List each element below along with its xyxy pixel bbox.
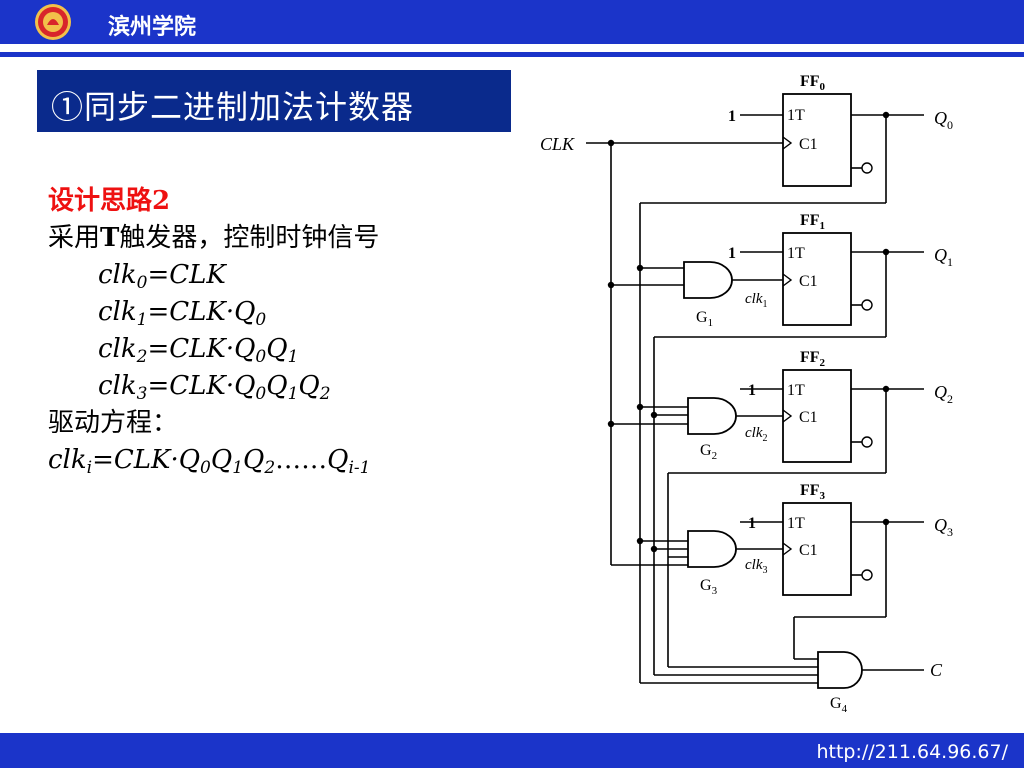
gen-lhs: clk xyxy=(48,445,87,475)
gen-sub: i xyxy=(86,458,93,478)
equation-clk3: clk3=CLK·Q0Q1Q2 xyxy=(48,368,468,405)
eq2-q: Q xyxy=(266,334,288,364)
clk3-label: clk3 xyxy=(745,557,767,576)
gate-g2-label: G2 xyxy=(700,442,717,462)
gate-g4-label: G4 xyxy=(830,695,848,715)
eq3-q: Q xyxy=(266,371,288,401)
flip-flop-ff1 xyxy=(782,232,873,326)
eq1-sub: 1 xyxy=(136,310,148,330)
eq3-rhs: =CLK·Q xyxy=(147,371,256,401)
general-equation: clki=CLK·Q0Q1Q2……Qi-1 xyxy=(48,442,468,479)
eq1-rhs: =CLK·Q xyxy=(147,297,256,327)
approach-bold: T xyxy=(100,223,120,253)
gen-s1: 1 xyxy=(232,458,244,478)
gen-s0: 0 xyxy=(200,458,211,478)
carry-label: C xyxy=(930,660,943,680)
gen-q2: Q xyxy=(243,445,265,475)
ff2-name: FF2 xyxy=(800,349,826,369)
eq3-lhs: clk xyxy=(98,371,137,401)
eq2-sub3: 1 xyxy=(287,347,299,367)
gen-qi: Q xyxy=(327,445,349,475)
eq1-sub2: 0 xyxy=(255,310,267,330)
approach-prefix: 采用 xyxy=(48,223,101,253)
ff2-t-label: 1T xyxy=(787,382,805,399)
eq1-lhs: clk xyxy=(98,297,137,327)
gen-s2: 2 xyxy=(264,458,276,478)
eq2-rhs: =CLK·Q xyxy=(147,334,256,364)
eq3-sub4: 2 xyxy=(319,384,331,404)
slide-title: ①同步二进制加法计数器 xyxy=(51,88,415,126)
design-idea-heading: 设计思路2 xyxy=(48,186,171,216)
approach-suffix: 触发器，控制时钟信号 xyxy=(119,223,380,253)
and-gate-g2 xyxy=(687,397,737,435)
ff1-t-label: 1T xyxy=(787,245,805,262)
footer-bar: http://211.64.96.67/ xyxy=(0,733,1024,768)
clk2-label: clk2 xyxy=(745,425,767,444)
title-box: ①同步二进制加法计数器 xyxy=(37,70,511,132)
eq3-q2: Q xyxy=(298,371,320,401)
gen-dots: …… xyxy=(275,445,328,475)
ff2-c-label: C1 xyxy=(799,409,818,426)
gate-g1-label: G1 xyxy=(696,309,713,329)
footer-url: http://211.64.96.67/ xyxy=(816,741,1008,763)
ff1-input: 1 xyxy=(728,245,736,262)
ff0-input: 1 xyxy=(728,108,736,125)
clk-label: CLK xyxy=(540,134,575,154)
ff1-c-label: C1 xyxy=(799,273,818,290)
ff2-input: 1 xyxy=(748,382,756,399)
equation-clk2: clk2=CLK·Q0Q1 xyxy=(48,331,468,368)
header-background xyxy=(0,0,1024,57)
q0-label: Q0 xyxy=(934,108,953,132)
gate-g3-label: G3 xyxy=(700,577,718,597)
eq0-rhs: =CLK xyxy=(147,260,226,290)
ff0-t-label: 1T xyxy=(787,107,805,124)
school-name: 滨州学院 xyxy=(108,15,197,40)
q1-label: Q1 xyxy=(934,245,953,269)
ff3-c-label: C1 xyxy=(799,542,818,559)
eq2-sub2: 0 xyxy=(255,347,267,367)
q2-label: Q2 xyxy=(934,382,953,406)
ff3-input: 1 xyxy=(748,515,756,532)
and-gate-g4 xyxy=(817,651,863,689)
flip-flop-ff0 xyxy=(782,93,873,187)
equation-clk0: clk0=CLK xyxy=(48,257,468,294)
eq3-sub3: 1 xyxy=(287,384,299,404)
design-text: 设计思路2 采用T触发器，控制时钟信号 clk0=CLK clk1=CLK·Q0… xyxy=(48,183,468,479)
ff0-name: FF0 xyxy=(800,73,826,93)
eq0-lhs: clk xyxy=(98,260,137,290)
gen-rhs: =CLK·Q xyxy=(92,445,201,475)
flip-flop-ff2 xyxy=(782,369,873,463)
and-gate-g1 xyxy=(683,261,733,299)
university-emblem-icon xyxy=(35,4,71,40)
drive-equation-label: 驱动方程： xyxy=(48,408,179,438)
wires xyxy=(586,114,924,684)
ff0-c-label: C1 xyxy=(799,136,818,153)
equation-clk1: clk1=CLK·Q0 xyxy=(48,294,468,331)
header-bar: 滨州学院 xyxy=(0,0,1024,57)
gen-q1: Q xyxy=(210,445,233,475)
eq2-sub: 2 xyxy=(136,347,148,367)
and-gate-g3 xyxy=(687,530,737,568)
approach-line: 采用T触发器，控制时钟信号 xyxy=(48,220,468,257)
counter-circuit-diagram: CLK C FF0 1T C1 1 Q0 FF1 1T C1 1 Q1 clk1… xyxy=(540,73,953,715)
q3-label: Q3 xyxy=(934,515,953,539)
eq2-lhs: clk xyxy=(98,334,137,364)
gen-si: i-1 xyxy=(348,458,371,478)
junction-dots xyxy=(607,111,890,553)
flip-flop-ff3 xyxy=(782,502,873,596)
ff1-name: FF1 xyxy=(800,212,825,232)
eq3-sub2: 0 xyxy=(255,384,267,404)
ff3-name: FF3 xyxy=(800,482,826,502)
eq0-sub: 0 xyxy=(136,273,148,293)
ff3-t-label: 1T xyxy=(787,515,805,532)
eq3-sub: 3 xyxy=(136,384,148,404)
clk1-label: clk1 xyxy=(745,291,767,310)
